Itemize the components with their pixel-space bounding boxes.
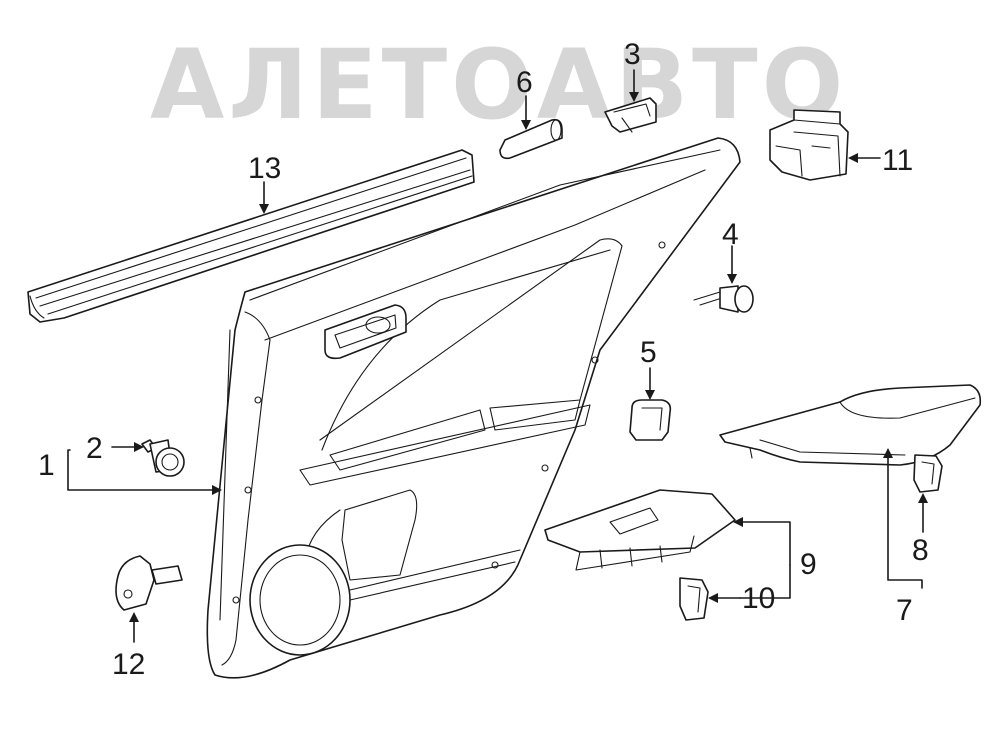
part-12-retainer bbox=[115, 555, 183, 611]
watermark-logo: АЛЕТОАВТО bbox=[150, 29, 847, 141]
part-8-clip bbox=[913, 454, 943, 493]
callout-8: 8 bbox=[912, 534, 929, 567]
part-5-clip bbox=[629, 399, 672, 441]
callout-5: 5 bbox=[640, 336, 657, 369]
part-6-cap bbox=[499, 118, 563, 160]
part-10-clip bbox=[679, 577, 709, 621]
part-3-clip bbox=[604, 97, 657, 133]
callout-1: 1 bbox=[38, 449, 55, 482]
callout-6: 6 bbox=[516, 66, 533, 99]
callout-4: 4 bbox=[722, 218, 739, 251]
callout-11: 11 bbox=[882, 144, 913, 177]
callout-9: 9 bbox=[800, 548, 817, 581]
callout-3: 3 bbox=[624, 38, 641, 71]
callout-2: 2 bbox=[86, 432, 103, 465]
callout-10: 10 bbox=[742, 582, 775, 615]
part-11-switch bbox=[769, 109, 849, 181]
part-13-weatherstrip bbox=[27, 149, 475, 323]
part-4-screw bbox=[693, 285, 754, 313]
callout-13: 13 bbox=[248, 152, 281, 185]
part-9-switch-panel bbox=[544, 489, 736, 571]
callout-labels: 1 2 3 4 5 6 7 8 9 10 11 12 13 bbox=[38, 38, 929, 681]
leader-lines bbox=[67, 69, 928, 643]
callout-7: 7 bbox=[896, 594, 913, 627]
part-7-armrest bbox=[719, 384, 982, 466]
callout-12: 12 bbox=[112, 648, 145, 681]
part-2-clip bbox=[141, 439, 185, 477]
door-trim-panel bbox=[206, 137, 741, 679]
